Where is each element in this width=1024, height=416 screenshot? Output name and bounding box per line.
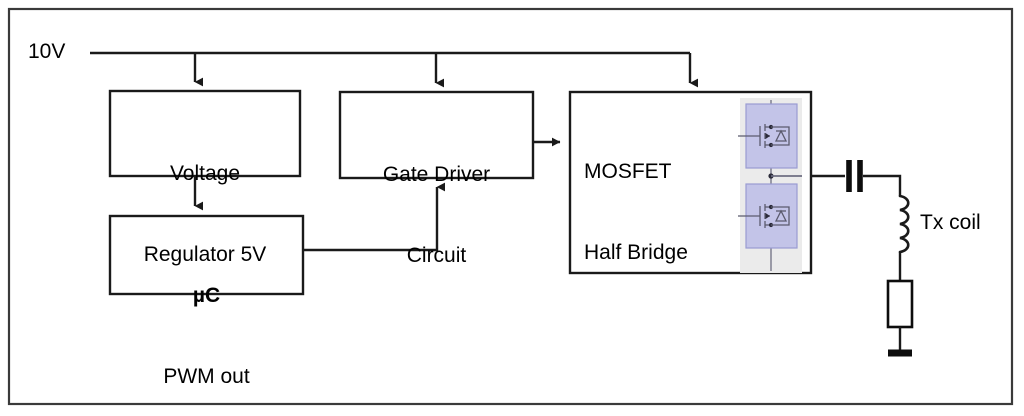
resistor [886,279,914,329]
outer-frame [7,7,1014,406]
series-capacitor [846,160,863,192]
block-voltage-regulator[interactable] [108,89,302,178]
output-tank-network [811,160,914,357]
supply-label: 10V [28,40,66,63]
tx-coil-inductor [898,194,910,254]
tx-coil-label: Tx coil [920,211,981,234]
mosfet-half-bridge-symbol [738,98,802,273]
wire-mcu-to-gate-driver [303,182,445,252]
block-microcontroller[interactable] [108,214,305,296]
supply-rail-wire [90,51,698,88]
block-gate-driver[interactable] [338,90,535,180]
